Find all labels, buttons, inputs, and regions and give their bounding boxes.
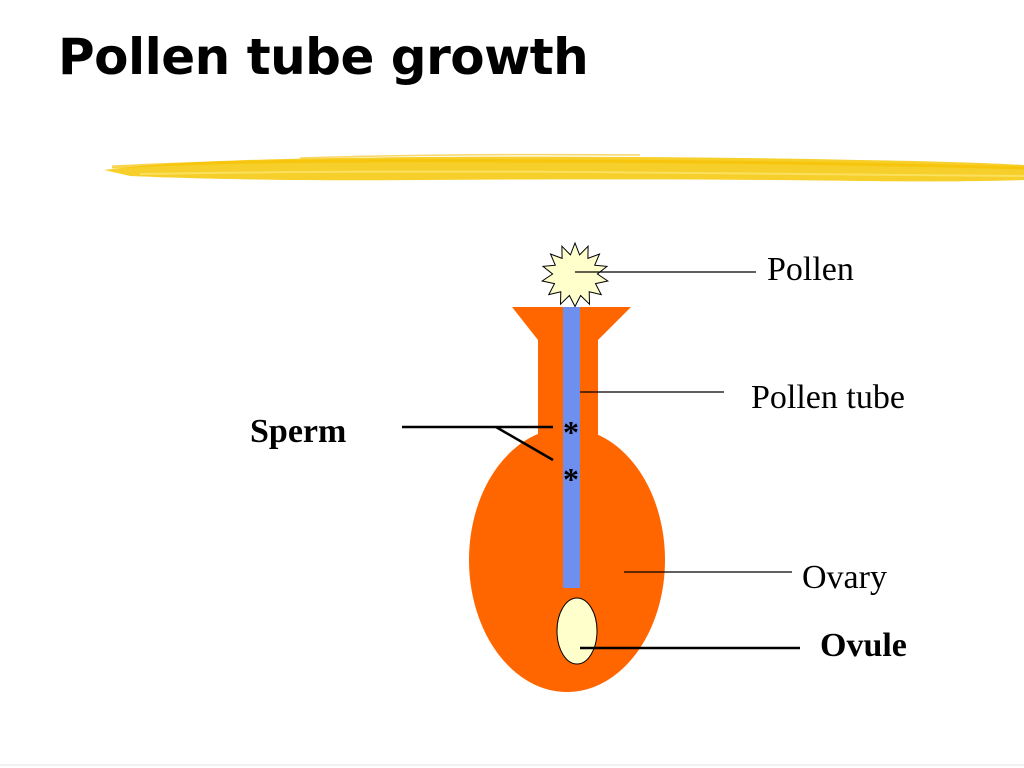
sperm-marker-1: * xyxy=(563,414,579,450)
ovary-label: Ovary xyxy=(802,559,887,596)
pollen-tube-shape xyxy=(563,307,580,588)
pollen-tube-label: Pollen tube xyxy=(751,379,905,416)
title-underline-stroke xyxy=(104,153,1024,182)
pollen-grain-shape xyxy=(540,241,610,308)
slide-title: Pollen tube growth xyxy=(58,28,589,86)
sperm-marker-2: * xyxy=(563,461,579,497)
sperm-leader-branch xyxy=(495,425,554,462)
ovule-label: Ovule xyxy=(820,627,907,664)
sperm-label: Sperm xyxy=(250,413,347,450)
slide-bottom-rule xyxy=(0,764,1024,766)
pollen-label: Pollen xyxy=(767,251,854,288)
ovule-shape xyxy=(556,597,598,665)
